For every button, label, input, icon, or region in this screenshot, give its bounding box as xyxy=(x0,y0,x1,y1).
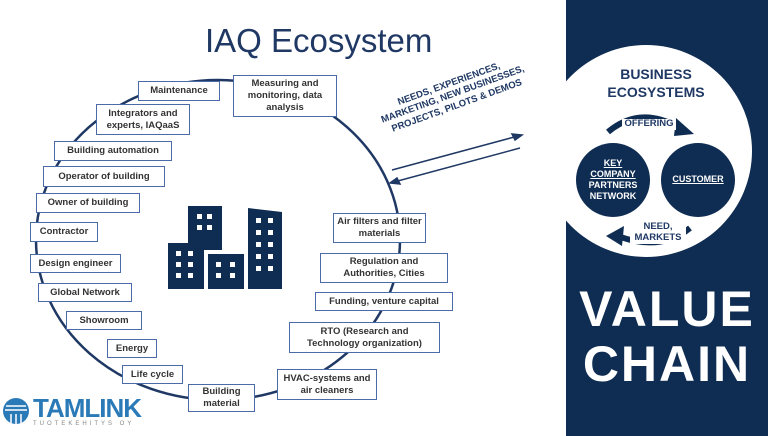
customer-label: CUSTOMER xyxy=(672,174,724,185)
business-ecosystems-title: BUSINESS ECOSYSTEMS xyxy=(607,66,705,100)
item-showroom: Showroom xyxy=(66,311,142,330)
tamlink-logo: TAMLINK TUOTEKEHITYS OY xyxy=(2,393,142,427)
logo-name: TAMLINK xyxy=(33,393,142,423)
item-funding: Funding, venture capital xyxy=(315,292,453,311)
logo-subtitle: TUOTEKEHITYS OY xyxy=(33,421,135,427)
item-owner: Owner of building xyxy=(36,193,140,213)
chain-label: CHAIN xyxy=(582,336,752,392)
customer-node: CUSTOMER xyxy=(661,143,735,217)
item-design-engineer: Design engineer xyxy=(30,254,121,273)
key-company-node: KEY COMPANY PARTNERS NETWORK xyxy=(576,143,650,217)
need-markets-label: NEED, MARKETS xyxy=(630,221,686,244)
item-hvac: HVAC-systems and air cleaners xyxy=(277,369,377,400)
item-building-automation: Building automation xyxy=(54,141,172,161)
item-integrators: Integrators and experts, IAQaaS xyxy=(96,104,190,135)
buildings-icon xyxy=(168,206,282,289)
value-chain-title: VALUE CHAIN xyxy=(566,282,768,392)
item-rto: RTO (Research and Technology organizatio… xyxy=(289,322,440,353)
offering-label: OFFERING xyxy=(622,118,676,130)
company-label: COMPANY xyxy=(590,168,636,179)
item-measuring: Measuring and monitoring, data analysis xyxy=(233,75,337,117)
tamlink-logo-icon xyxy=(3,398,29,424)
item-building-material: Building material xyxy=(188,384,255,412)
partners-label: PARTNERS NETWORK xyxy=(588,180,638,202)
item-maintenance: Maintenance xyxy=(138,81,220,101)
value-label: VALUE xyxy=(579,281,755,337)
item-air-filters: Air filters and filter materials xyxy=(333,213,426,243)
key-label: KEY xyxy=(603,157,623,168)
item-life-cycle: Life cycle xyxy=(122,365,183,384)
item-operator: Operator of building xyxy=(43,166,165,187)
page-title: IAQ Ecosystem xyxy=(205,22,433,59)
item-global-network: Global Network xyxy=(38,283,132,302)
item-regulation: Regulation and Authorities, Cities xyxy=(320,253,448,283)
item-contractor: Contractor xyxy=(30,222,98,242)
double-arrow-icon xyxy=(387,133,525,185)
item-energy: Energy xyxy=(107,339,157,358)
